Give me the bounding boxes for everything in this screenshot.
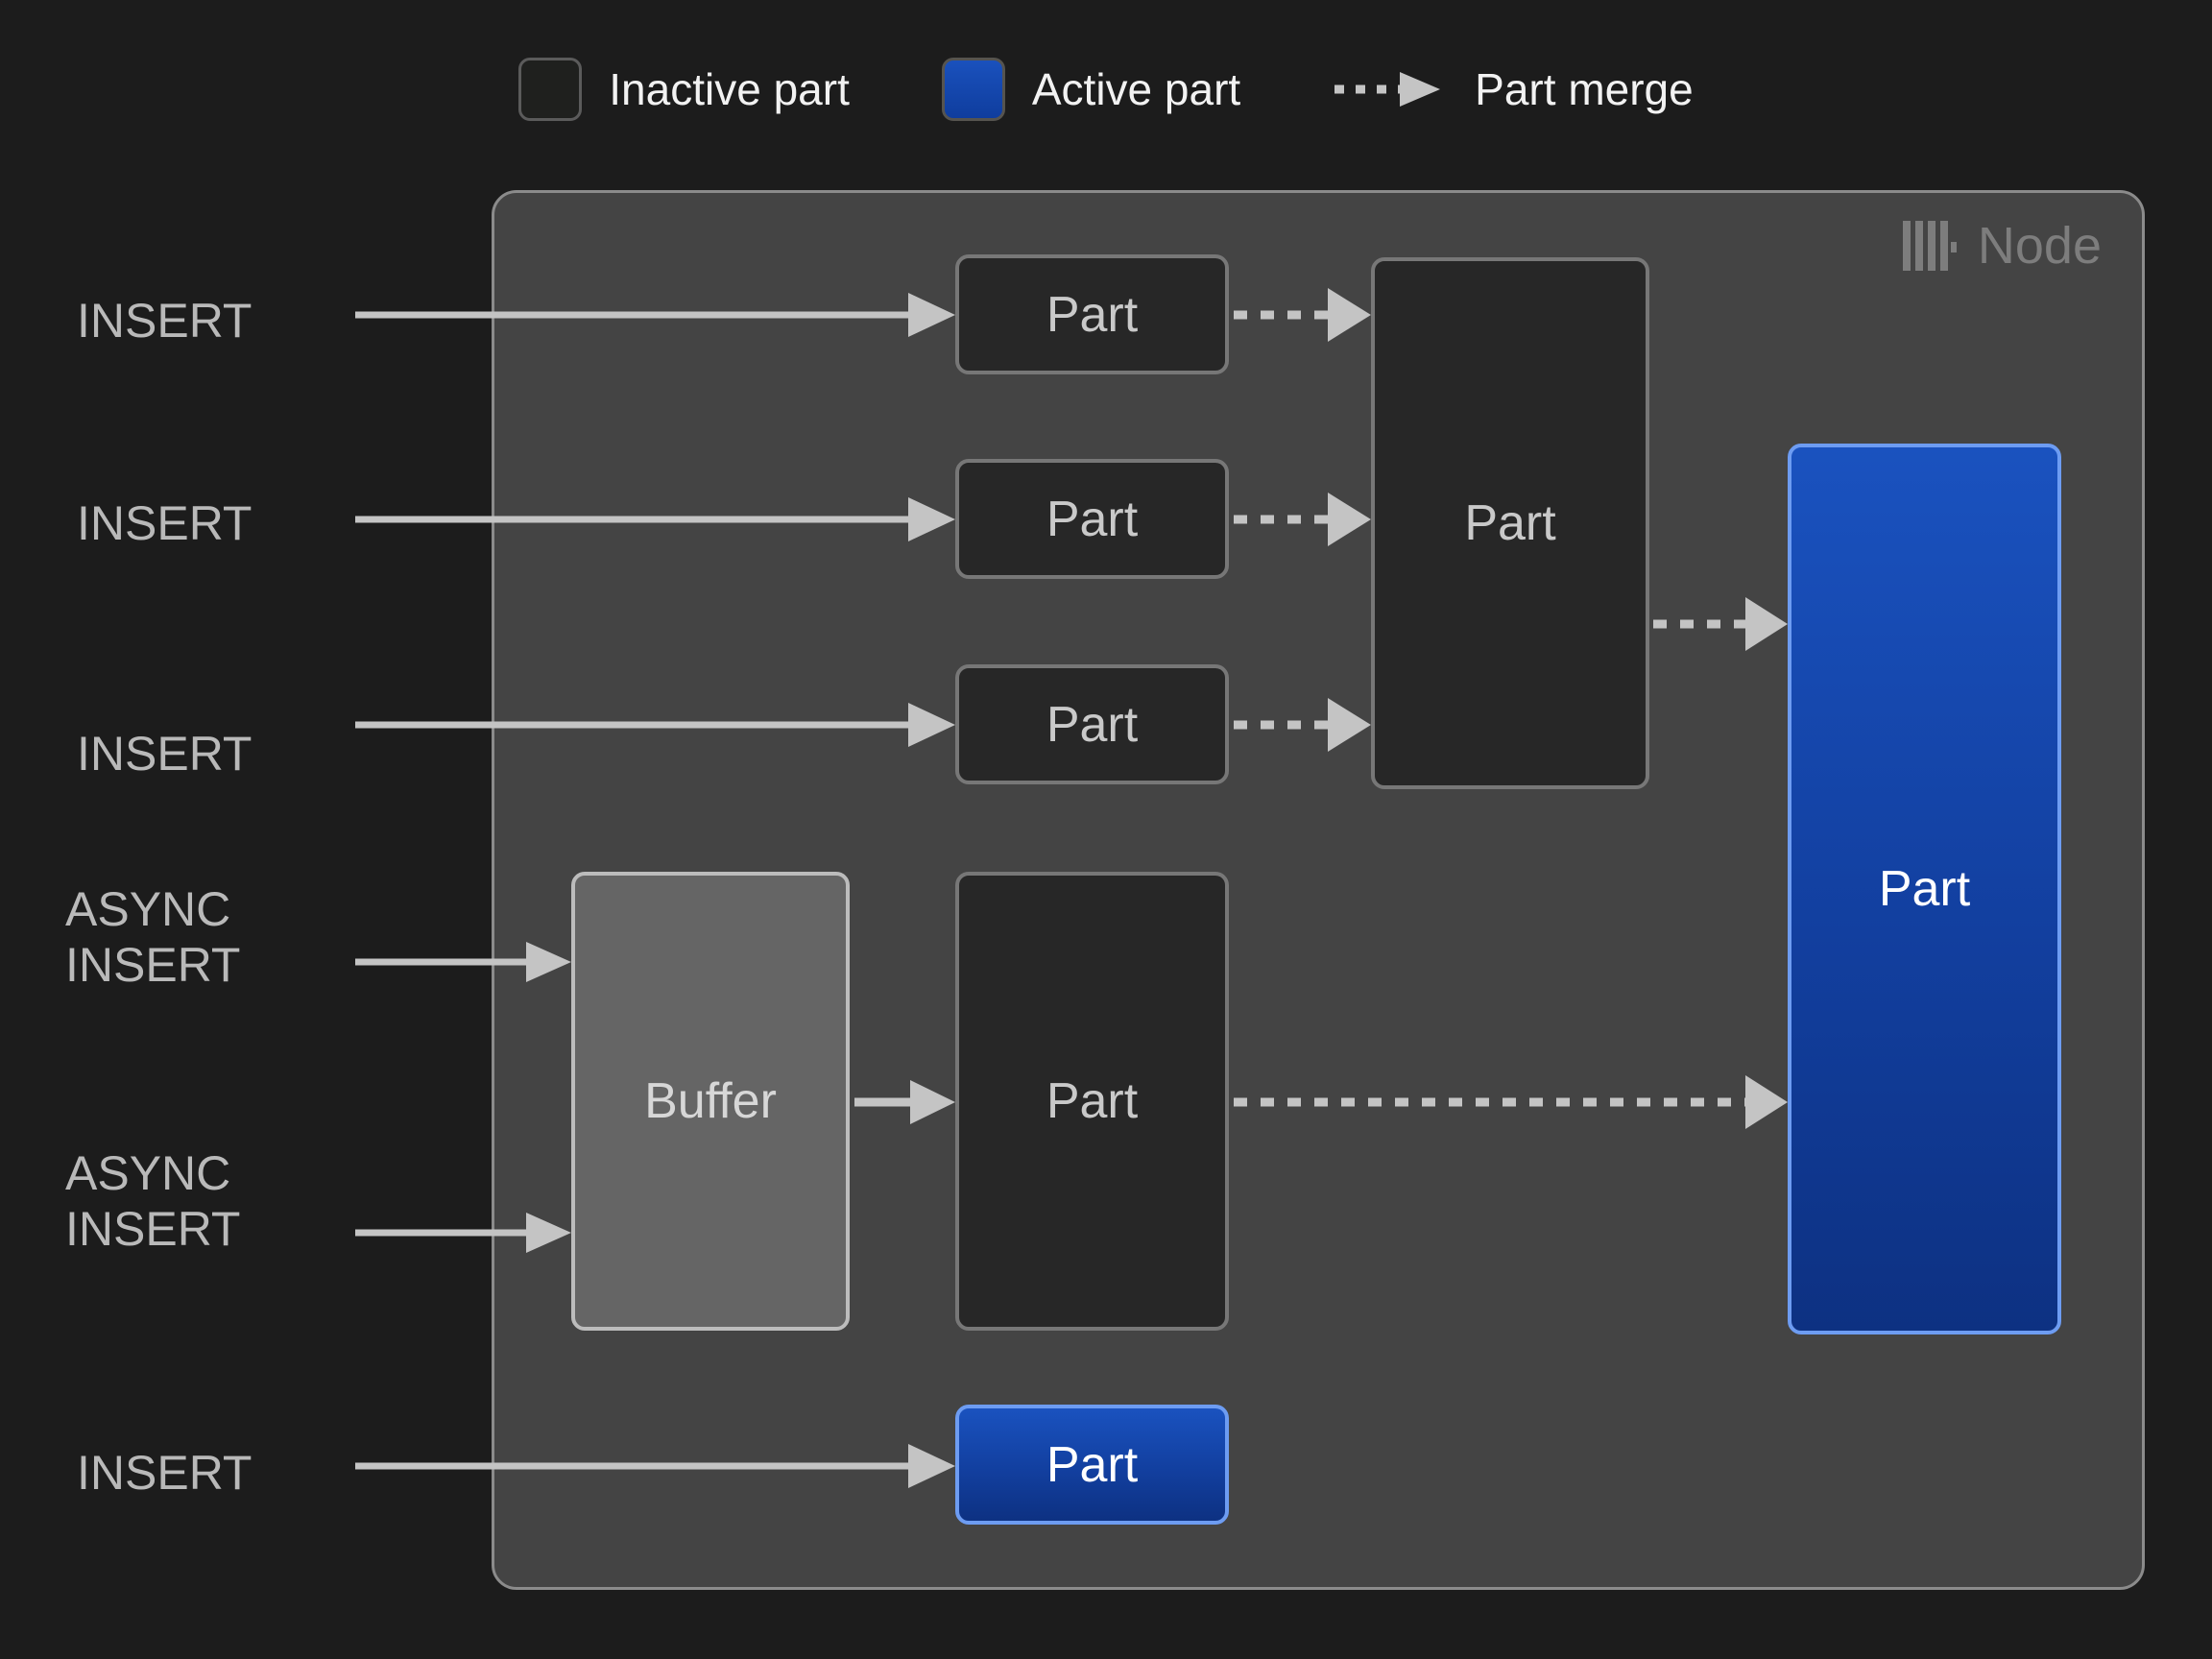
part-merge-arrow-icon <box>1334 72 1441 107</box>
inactive-part-swatch-icon <box>518 58 583 121</box>
buffer-box-label: Buffer <box>644 1073 777 1129</box>
legend-label-part-merge: Part merge <box>1475 64 1694 114</box>
legend-label-inactive-part: Inactive part <box>609 64 850 114</box>
part-box-label: Part <box>1878 861 1971 917</box>
part-box-row-1[interactable]: Part <box>955 254 1229 374</box>
part-box-from-buffer[interactable]: Part <box>955 872 1229 1331</box>
active-part-swatch-icon <box>941 58 1005 121</box>
buffer-box[interactable]: Buffer <box>571 872 850 1331</box>
legend-item-active-part: Active part <box>941 58 1241 121</box>
input-label-insert-1: INSERT <box>77 294 252 348</box>
legend-label-active-part: Active part <box>1031 64 1241 114</box>
part-box-row-2[interactable]: Part <box>955 459 1229 579</box>
input-label-async-insert-2: ASYNC INSERT <box>65 1146 241 1256</box>
part-box-active-small[interactable]: Part <box>955 1405 1229 1525</box>
part-box-label: Part <box>1046 491 1139 547</box>
legend-item-inactive-part: Inactive part <box>518 58 850 121</box>
part-box-label: Part <box>1046 1073 1139 1129</box>
legend: Inactive part Active part Part merge <box>0 46 2212 132</box>
input-label-insert-3: INSERT <box>77 727 252 781</box>
clickhouse-logo-icon <box>1902 221 1957 271</box>
part-box-label: Part <box>1464 495 1556 551</box>
input-label-insert-4: INSERT <box>77 1446 252 1500</box>
node-badge-label: Node <box>1977 217 2102 275</box>
legend-item-part-merge: Part merge <box>1333 67 1694 111</box>
part-box-merged[interactable]: Part <box>1371 257 1649 789</box>
input-label-async-insert-1: ASYNC INSERT <box>65 882 241 992</box>
part-box-label: Part <box>1046 286 1139 343</box>
part-box-label: Part <box>1046 696 1139 753</box>
part-box-label: Part <box>1046 1436 1139 1493</box>
part-box-row-3[interactable]: Part <box>955 664 1229 784</box>
part-box-active-large[interactable]: Part <box>1788 444 2061 1334</box>
input-label-insert-2: INSERT <box>77 496 252 550</box>
node-badge: Node <box>1902 217 2102 275</box>
